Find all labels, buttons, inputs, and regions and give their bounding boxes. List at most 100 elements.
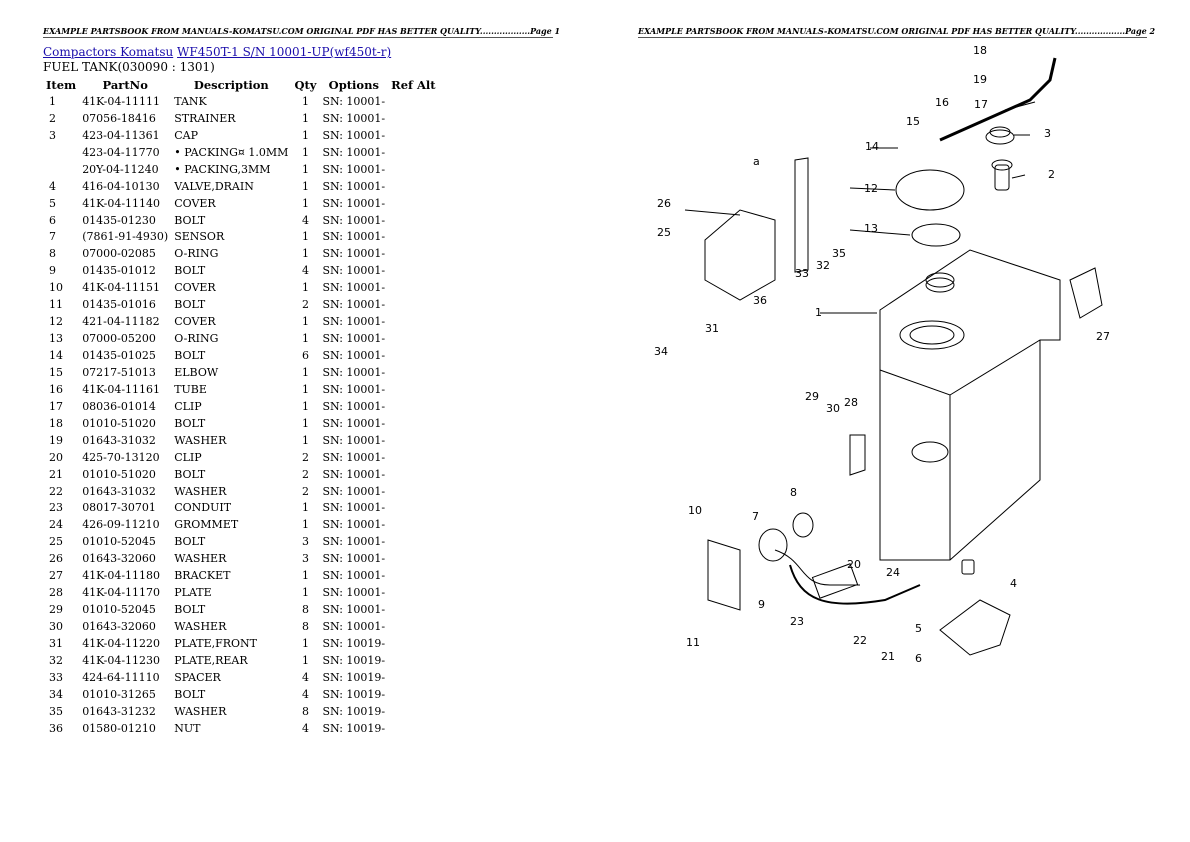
quantity: 1 bbox=[301, 416, 309, 430]
item-number: 2 bbox=[49, 111, 56, 125]
options: SN: 10001- bbox=[322, 365, 386, 379]
diagram-callout: 14 bbox=[865, 140, 879, 153]
options: SN: 10001- bbox=[322, 230, 386, 244]
item-number: 14 bbox=[49, 349, 63, 363]
quantity: 1 bbox=[301, 247, 309, 261]
quantity: 1 bbox=[301, 162, 309, 176]
part-number: 41K-04-11180 bbox=[82, 569, 161, 583]
options: SN: 10001- bbox=[322, 535, 386, 549]
part-description: BOLT bbox=[174, 416, 206, 430]
item-number: 29 bbox=[49, 603, 63, 617]
diagram-callout: 21 bbox=[881, 650, 895, 663]
ref-alt bbox=[388, 212, 438, 229]
quantity: 2 bbox=[301, 484, 309, 498]
part-number: 426-09-11210 bbox=[82, 518, 160, 532]
item-number: 10 bbox=[49, 281, 63, 295]
item-number: 1 bbox=[49, 94, 56, 108]
diagram-callout: 1 bbox=[815, 306, 822, 319]
ref-alt bbox=[388, 533, 438, 550]
part-description: WASHER bbox=[174, 552, 227, 566]
ref-alt bbox=[388, 601, 438, 618]
diagram-callout: 29 bbox=[805, 390, 819, 403]
diagram-callout: 32 bbox=[816, 259, 830, 272]
part-description: COVER bbox=[174, 196, 216, 210]
ref-alt bbox=[388, 127, 438, 144]
quantity: 1 bbox=[301, 382, 309, 396]
item-number: 6 bbox=[49, 213, 56, 227]
item-number: 18 bbox=[49, 416, 63, 430]
part-description: NUT bbox=[174, 721, 201, 735]
quantity: 1 bbox=[301, 399, 309, 413]
quantity: 4 bbox=[301, 721, 309, 735]
ref-alt bbox=[388, 686, 438, 703]
options: SN: 10001- bbox=[322, 501, 386, 515]
item-number: 7 bbox=[49, 230, 56, 244]
page-header-right: EXAMPLE PARTSBOOK FROM MANUALS-KOMATSU.C… bbox=[638, 26, 1156, 38]
breadcrumb-link-compactors[interactable]: Compactors Komatsu bbox=[43, 45, 174, 59]
options: SN: 10001- bbox=[322, 586, 386, 600]
part-number: 01643-31232 bbox=[82, 704, 156, 718]
quantity: 2 bbox=[301, 450, 309, 464]
part-description: BOLT bbox=[174, 213, 206, 227]
ref-alt bbox=[388, 279, 438, 296]
part-number: 41K-04-11161 bbox=[82, 382, 161, 396]
quantity: 8 bbox=[301, 603, 309, 617]
diagram-callout: 17 bbox=[974, 98, 988, 111]
ref-alt bbox=[388, 466, 438, 483]
options: SN: 10019- bbox=[322, 704, 386, 718]
part-description: BOLT bbox=[174, 467, 206, 481]
diagram-callout: 36 bbox=[753, 294, 767, 307]
diagram-callout: 7 bbox=[752, 510, 759, 523]
item-number: 4 bbox=[49, 179, 56, 193]
options: SN: 10001- bbox=[322, 94, 386, 108]
diagram-callout: 27 bbox=[1096, 330, 1110, 343]
part-description: WASHER bbox=[174, 704, 227, 718]
ref-alt bbox=[388, 381, 438, 398]
part-description: PLATE,FRONT bbox=[174, 636, 258, 650]
part-number: 01010-31265 bbox=[82, 687, 156, 701]
part-description: O-RING bbox=[174, 332, 219, 346]
quantity: 1 bbox=[301, 315, 309, 329]
part-description: CLIP bbox=[174, 450, 202, 464]
part-number: 421-04-11182 bbox=[82, 315, 160, 329]
item-number: 31 bbox=[49, 636, 63, 650]
quantity: 4 bbox=[301, 264, 309, 278]
options: SN: 10001- bbox=[322, 213, 386, 227]
diagram-callout: 4 bbox=[1010, 577, 1017, 590]
part-number: 01010-51020 bbox=[82, 467, 156, 481]
breadcrumb-link-model[interactable]: WF450T-1 S/N 10001-UP(wf450t-r) bbox=[177, 45, 392, 59]
item-number: 25 bbox=[49, 535, 63, 549]
quantity: 1 bbox=[301, 518, 309, 532]
ref-alt bbox=[388, 550, 438, 567]
options: SN: 10001- bbox=[322, 281, 386, 295]
item-number: 8 bbox=[49, 247, 56, 261]
options: SN: 10001- bbox=[322, 247, 386, 261]
options: SN: 10001- bbox=[322, 162, 386, 176]
part-description: WASHER bbox=[174, 433, 227, 447]
part-description: BOLT bbox=[174, 535, 206, 549]
item-number: 11 bbox=[49, 298, 63, 312]
part-description: PLATE,REAR bbox=[174, 653, 248, 667]
quantity: 1 bbox=[301, 365, 309, 379]
diagram-callout: 22 bbox=[853, 634, 867, 647]
diagram-callout: 12 bbox=[864, 182, 878, 195]
part-description: • PACKING,3MM bbox=[174, 162, 271, 176]
part-description: ELBOW bbox=[174, 365, 219, 379]
item-number: 35 bbox=[49, 704, 63, 718]
column-header: Item bbox=[46, 78, 77, 92]
options: SN: 10001- bbox=[322, 450, 386, 464]
part-number: 01643-31032 bbox=[82, 484, 156, 498]
diagram-callout: 33 bbox=[795, 267, 809, 280]
